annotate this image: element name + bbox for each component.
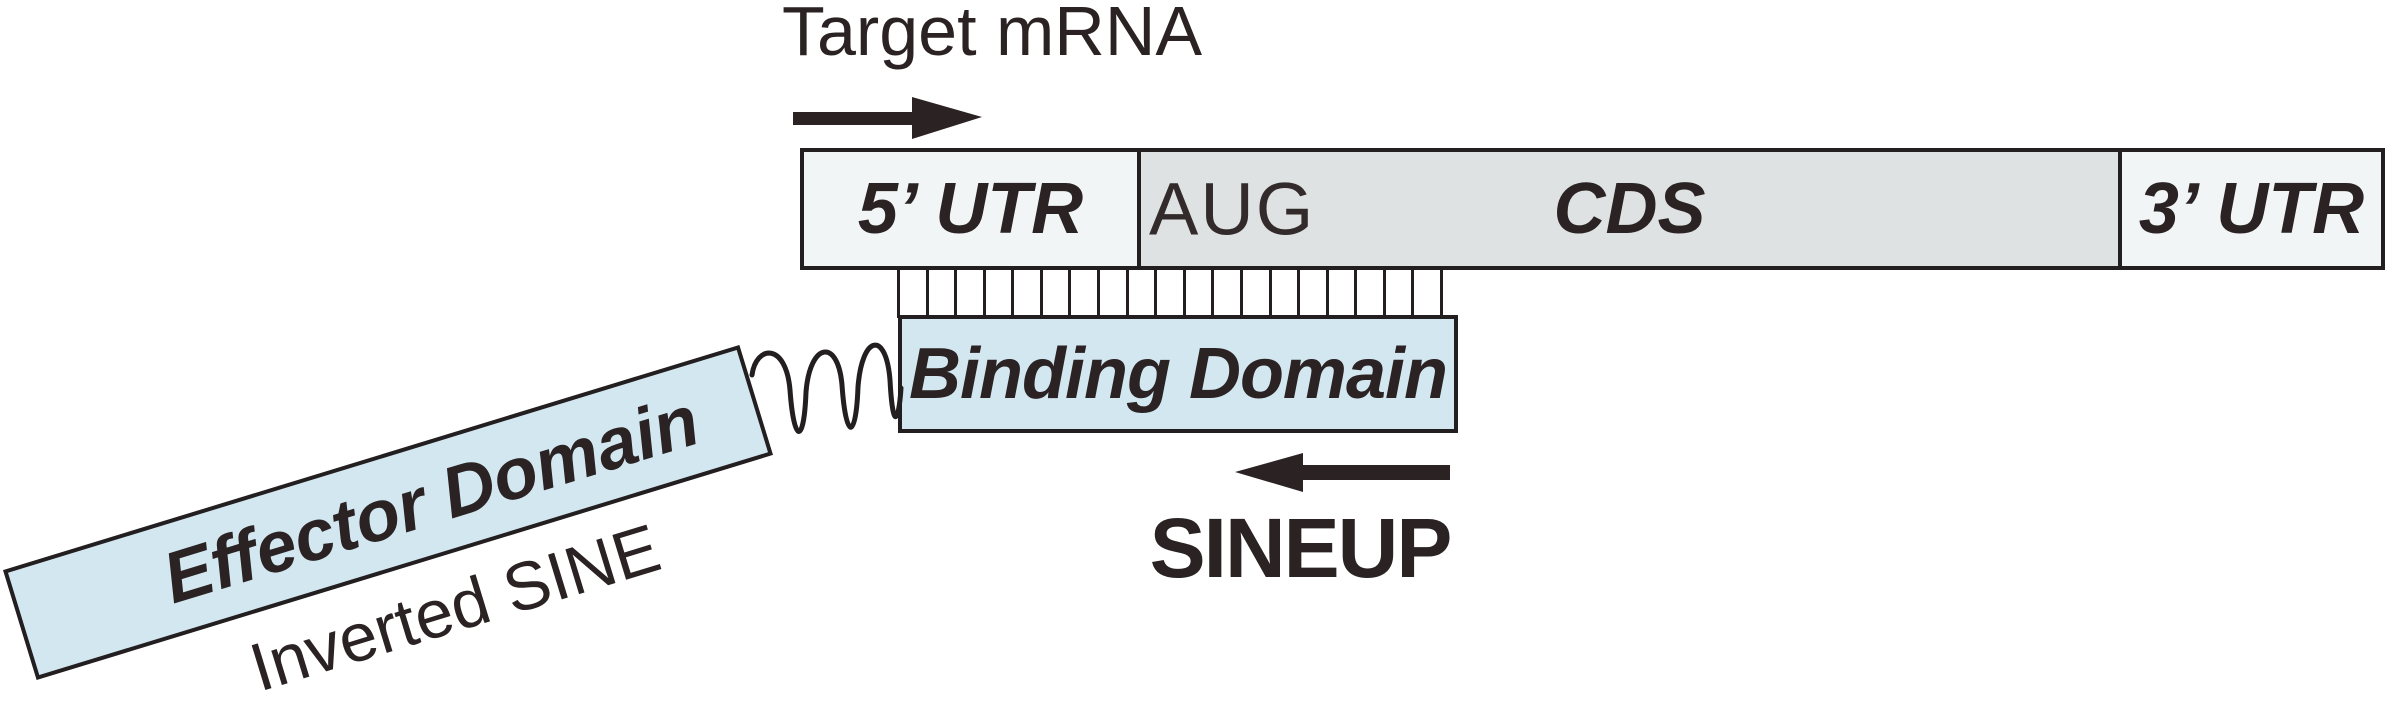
mrna-section-cds: AUG CDS bbox=[1137, 152, 2122, 266]
base-pairing-tick bbox=[982, 270, 1012, 318]
target-mrna-label: Target mRNA bbox=[782, 0, 1203, 70]
binding-domain-box: Binding Domain bbox=[898, 315, 1458, 433]
base-pairing-tick bbox=[1268, 270, 1298, 318]
base-pairing-tick bbox=[1239, 270, 1269, 318]
base-pairing-tick bbox=[1382, 270, 1412, 318]
base-pairing-tick bbox=[1325, 270, 1355, 318]
base-pairing-tick bbox=[1097, 270, 1126, 318]
base-pairing-tick bbox=[1297, 270, 1326, 318]
binding-domain-label: Binding Domain bbox=[909, 334, 1448, 414]
coil-path bbox=[749, 342, 904, 434]
base-pairing-tick bbox=[1182, 270, 1212, 318]
right-arrow-shape bbox=[793, 97, 982, 139]
cds-label: CDS bbox=[1553, 169, 1706, 249]
base-pairing-tick bbox=[954, 270, 983, 318]
mrna-section-5utr: 5’ UTR bbox=[804, 152, 1137, 266]
base-pairing-ticks bbox=[897, 270, 1443, 318]
start-codon-label: AUG bbox=[1149, 167, 1316, 251]
base-pairing-tick bbox=[1125, 270, 1155, 318]
base-pairing-tick bbox=[1354, 270, 1383, 318]
base-pairing-tick bbox=[925, 270, 955, 318]
mrna-section-3utr: 3’ UTR bbox=[2122, 152, 2381, 266]
linker-coil-icon bbox=[749, 342, 904, 434]
base-pairing-tick bbox=[1068, 270, 1097, 318]
base-pairing-tick bbox=[1154, 270, 1183, 318]
5utr-label: 5’ UTR bbox=[857, 169, 1084, 249]
base-pairing-tick bbox=[897, 270, 926, 318]
mrna-bar: 5’ UTR AUG CDS 3’ UTR bbox=[800, 148, 2385, 270]
base-pairing-tick bbox=[1039, 270, 1069, 318]
base-pairing-tick bbox=[1011, 270, 1040, 318]
mrna-direction-arrow-icon bbox=[793, 97, 982, 139]
3utr-label: 3’ UTR bbox=[2138, 169, 2365, 249]
sineup-label: SINEUP bbox=[1149, 501, 1453, 595]
sineup-direction-arrow-icon bbox=[1235, 453, 1450, 492]
base-pairing-tick bbox=[1211, 270, 1240, 318]
base-pairing-tick bbox=[1411, 270, 1440, 318]
left-arrow-shape bbox=[1235, 453, 1450, 492]
